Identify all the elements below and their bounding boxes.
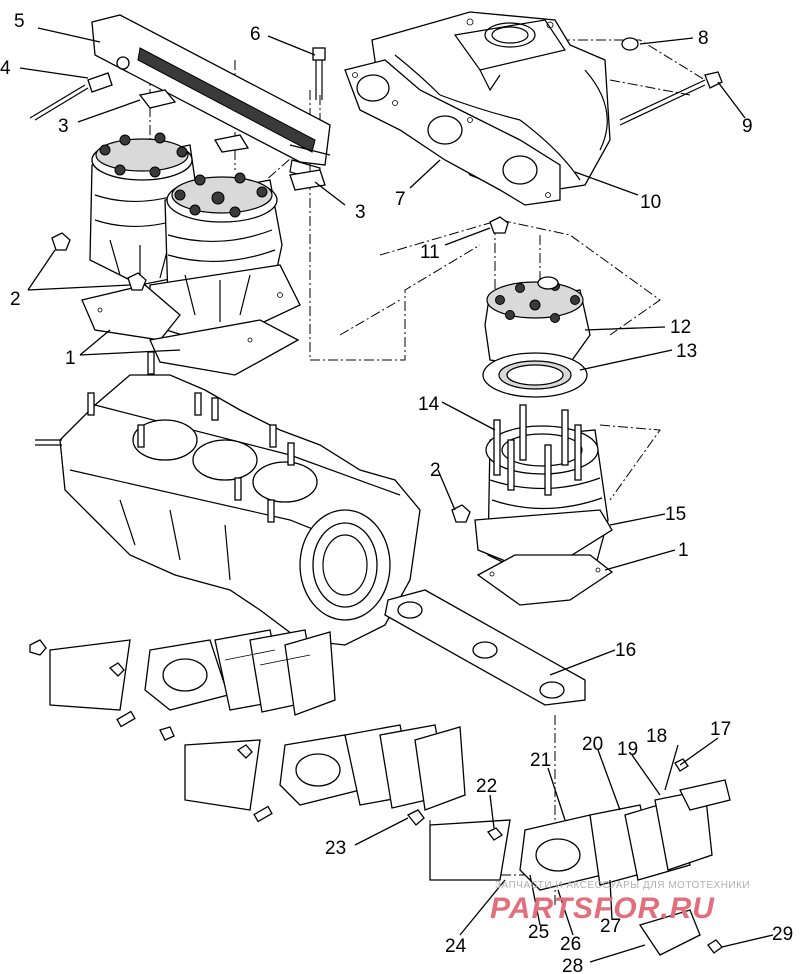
watermark-tagline: ЗАПЧАСТИ И АКСЕССУАРЫ ДЛЯ МОТОТЕХНИКИ [495, 880, 750, 891]
callout-14: 14 [418, 394, 440, 415]
callout-1-left: 1 [65, 348, 76, 369]
nut-2-right [451, 504, 471, 523]
callout-18: 18 [646, 726, 667, 747]
callout-5: 5 [14, 11, 25, 32]
watermark: ЗАПЧАСТИ И АКСЕССУАРЫ ДЛЯ МОТОТЕХНИКИ PA… [490, 880, 750, 925]
leader-lines [19, 27, 774, 963]
callout-21: 21 [530, 750, 551, 771]
callout-29: 29 [772, 924, 793, 945]
callout-13: 13 [676, 341, 697, 362]
watermark-logo: PARTSFOR.RU [490, 892, 715, 925]
callout-22: 22 [476, 776, 497, 797]
water-manifold: POLARIS [91, 14, 331, 181]
callout-20: 20 [582, 734, 603, 755]
exhaust-gasket [344, 59, 561, 206]
sensor-4 [29, 72, 113, 121]
callout-16: 16 [615, 640, 636, 661]
studs-14 [493, 404, 582, 496]
callout-2-right: 2 [430, 460, 441, 481]
callout-1-right: 1 [678, 540, 689, 561]
callout-12: 12 [670, 317, 691, 338]
head-cover-12 [484, 276, 591, 371]
crankcase-studs [87, 351, 295, 523]
base-gaskets-1-left [81, 284, 300, 376]
callout-6: 6 [250, 24, 261, 45]
head-gasket-13 [482, 352, 588, 398]
callout-25: 25 [528, 922, 549, 943]
intake-plate-16 [384, 589, 586, 706]
callout-27: 27 [600, 916, 621, 937]
callout-28: 28 [562, 956, 583, 974]
gaskets-3 [138, 89, 326, 191]
callout-10: 10 [640, 192, 661, 213]
reed-assembly-lower [406, 758, 731, 956]
callout-15: 15 [665, 504, 686, 525]
nut-11 [489, 216, 509, 234]
callout-8: 8 [698, 28, 709, 49]
bolt-6 [312, 47, 326, 100]
bolt-9 [619, 71, 723, 126]
callout-3-upper: 3 [58, 116, 69, 137]
base-gasket-1-right [476, 554, 614, 606]
callout-2-left: 2 [10, 289, 21, 310]
callout-23: 23 [325, 838, 346, 859]
plug-8 [621, 37, 639, 51]
crankcase [35, 351, 421, 646]
reed-assembly-upper [29, 629, 336, 741]
callout-labels: 5 4 3 6 8 9 3 7 10 2 11 1 12 13 14 2 15 … [0, 11, 793, 974]
callout-9: 9 [742, 116, 753, 137]
callout-17: 17 [710, 719, 731, 740]
callout-3-lower: 3 [355, 202, 366, 223]
cylinder-left-front [149, 172, 301, 346]
nuts-2-left [51, 232, 147, 291]
callout-26: 26 [560, 934, 581, 955]
callout-4: 4 [0, 58, 11, 79]
callout-19: 19 [617, 739, 638, 760]
callout-24: 24 [445, 936, 467, 957]
reed-assembly-middle [184, 724, 466, 823]
callout-7: 7 [395, 189, 406, 210]
exhaust-manifold [371, 11, 611, 196]
callout-11: 11 [420, 242, 440, 263]
